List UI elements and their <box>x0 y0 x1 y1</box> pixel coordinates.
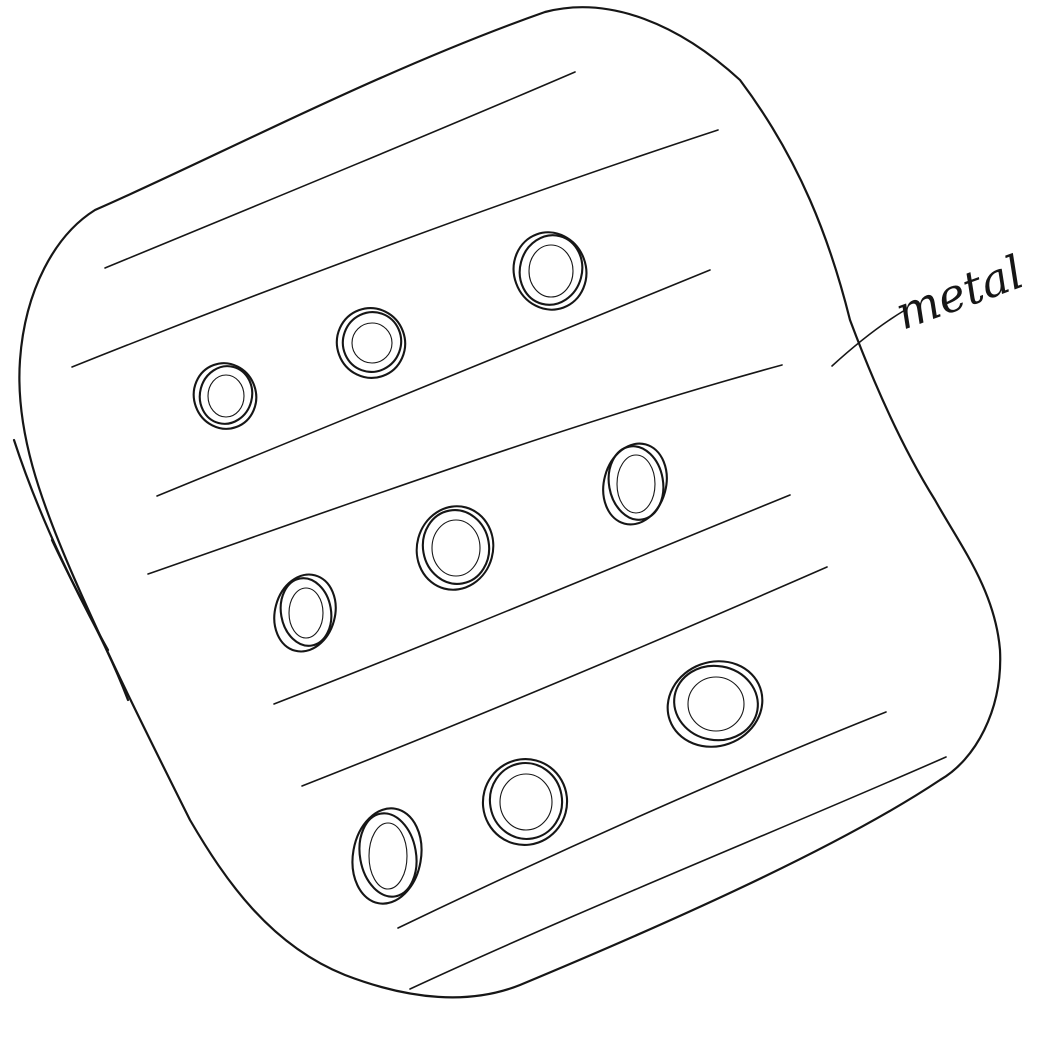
label-pointer-line <box>832 310 905 366</box>
hole <box>656 648 775 760</box>
hole <box>473 750 576 855</box>
plate-line <box>105 72 575 268</box>
plate-line <box>302 567 827 786</box>
hole <box>345 803 429 909</box>
hole <box>185 354 266 437</box>
plate-line <box>274 495 790 704</box>
hole <box>266 568 344 659</box>
hole <box>327 298 415 387</box>
plate-line <box>398 712 886 928</box>
plate-line <box>72 130 718 367</box>
hole <box>407 498 502 599</box>
hole <box>594 436 675 531</box>
metal-label: metal <box>888 245 1030 341</box>
plate-outline <box>19 7 1000 997</box>
hole <box>503 222 597 320</box>
plate-line <box>148 365 782 574</box>
plate-outline-double-stroke <box>52 540 128 700</box>
